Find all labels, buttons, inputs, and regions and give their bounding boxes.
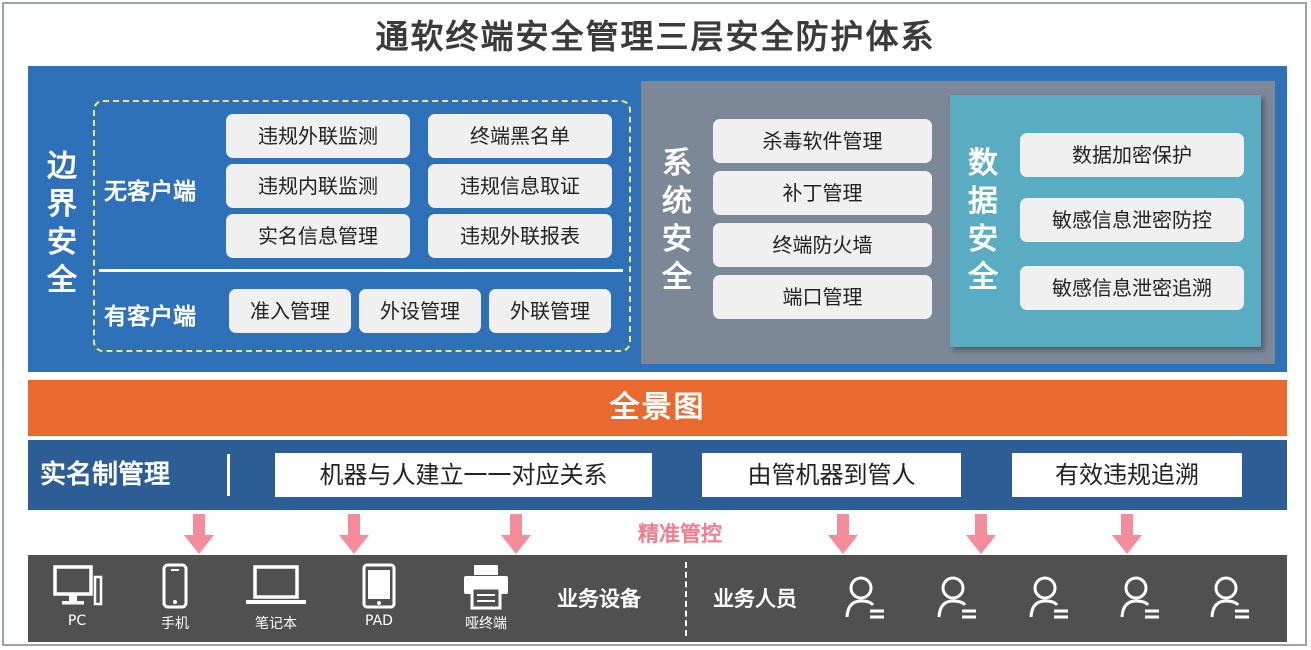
data-title-char: 安 bbox=[968, 222, 998, 257]
printer-icon bbox=[464, 565, 508, 610]
laptop-icon bbox=[246, 565, 306, 604]
data-title-char: 全 bbox=[968, 260, 998, 295]
system-item: 端口管理 bbox=[713, 275, 932, 319]
with-client-label: 有客户端 bbox=[104, 304, 196, 330]
business-people-label: 业务人员 bbox=[713, 587, 797, 611]
system-item: 终端防火墙 bbox=[713, 223, 932, 267]
user-icon bbox=[1029, 576, 1068, 619]
no-client-item: 实名信息管理 bbox=[226, 214, 410, 258]
client-divider bbox=[99, 269, 623, 272]
boundary-title-char: 安 bbox=[47, 225, 77, 260]
realname-item: 有效违规追溯 bbox=[1012, 453, 1242, 497]
boundary-title-char: 界 bbox=[47, 187, 77, 222]
user-icon bbox=[1120, 576, 1159, 619]
realname-item: 由管机器到管人 bbox=[702, 453, 961, 497]
device-dumb-terminal: 哑终端 bbox=[446, 563, 526, 633]
with-client-item: 准入管理 bbox=[229, 289, 351, 333]
down-arrow-icon bbox=[501, 514, 531, 554]
data-security-title: 数 据 安 全 bbox=[963, 145, 1003, 297]
down-arrow-icon bbox=[828, 514, 858, 554]
tablet-icon bbox=[362, 563, 396, 609]
boundary-title-char: 全 bbox=[47, 263, 77, 298]
device-pc: PC bbox=[37, 563, 117, 629]
device-laptop: 笔记本 bbox=[236, 563, 316, 633]
with-client-item: 外设管理 bbox=[359, 289, 481, 333]
phone-icon bbox=[162, 563, 188, 609]
data-item: 敏感信息泄密防控 bbox=[1020, 198, 1244, 242]
down-arrow-icon bbox=[1112, 514, 1142, 554]
system-title-char: 系 bbox=[662, 146, 692, 181]
page-title: 通软终端安全管理三层安全防护体系 bbox=[375, 17, 936, 56]
business-devices-label: 业务设备 bbox=[557, 587, 641, 611]
desktop-icon bbox=[53, 565, 103, 606]
system-title-char: 全 bbox=[662, 260, 692, 295]
no-client-item: 违规信息取证 bbox=[428, 164, 612, 208]
down-arrow-icon bbox=[339, 514, 369, 554]
panorama-bar: 全景图 bbox=[28, 380, 1287, 436]
data-title-char: 据 bbox=[968, 184, 998, 219]
no-client-item: 违规内联监测 bbox=[226, 164, 410, 208]
data-title-char: 数 bbox=[968, 146, 998, 181]
devices-people-panel bbox=[28, 555, 1287, 642]
system-item: 补丁管理 bbox=[713, 171, 932, 215]
realname-item: 机器与人建立一一对应关系 bbox=[275, 453, 652, 497]
data-item: 敏感信息泄密追溯 bbox=[1020, 266, 1244, 310]
user-icon bbox=[845, 576, 884, 619]
data-item: 数据加密保护 bbox=[1020, 133, 1244, 177]
device-label: 手机 bbox=[161, 616, 189, 632]
no-client-label: 无客户端 bbox=[104, 179, 196, 205]
no-client-item: 违规外联报表 bbox=[428, 214, 612, 258]
boundary-title-char: 边 bbox=[47, 149, 77, 184]
down-arrow-icon bbox=[966, 514, 996, 554]
device-label: PC bbox=[67, 613, 87, 629]
system-title-char: 安 bbox=[662, 222, 692, 257]
with-client-item: 外联管理 bbox=[489, 289, 611, 333]
boundary-security-title: 边 界 安 全 bbox=[42, 148, 82, 300]
down-arrow-icon bbox=[184, 514, 214, 554]
device-label: 笔记本 bbox=[255, 616, 297, 632]
realname-title: 实名制管理 bbox=[40, 460, 171, 490]
device-label: 哑终端 bbox=[465, 616, 507, 632]
realname-separator bbox=[227, 454, 230, 496]
boundary-dashed-group bbox=[93, 100, 631, 352]
user-icon bbox=[937, 576, 976, 619]
devices-people-divider bbox=[685, 562, 687, 636]
system-security-title: 系 统 安 全 bbox=[657, 145, 697, 297]
device-label: PAD bbox=[365, 613, 393, 629]
device-pad: PAD bbox=[339, 563, 419, 629]
no-client-item: 违规外联监测 bbox=[226, 114, 410, 158]
system-title-char: 统 bbox=[662, 184, 692, 219]
no-client-item: 终端黑名单 bbox=[428, 114, 612, 158]
user-icon bbox=[1210, 576, 1249, 619]
precise-control-label: 精准管控 bbox=[638, 522, 722, 546]
device-phone: 手机 bbox=[135, 563, 215, 633]
system-item: 杀毒软件管理 bbox=[713, 119, 932, 163]
